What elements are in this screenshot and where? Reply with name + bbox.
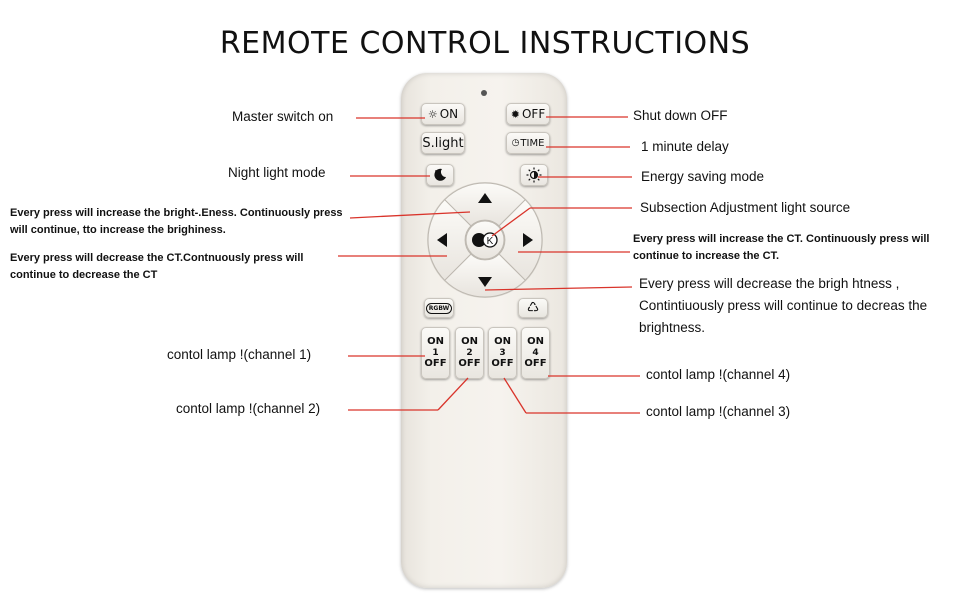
slight-button[interactable]: S.light [421, 132, 465, 154]
down-arrow-icon [478, 277, 492, 287]
label-night-light: Night light mode [228, 165, 326, 180]
label-subsection: Subsection Adjustment light source [640, 200, 851, 215]
recycle-icon: ♺ [526, 300, 540, 316]
leader-bright-increase [349, 211, 471, 219]
channel-3-button[interactable]: ON 3 OFF [488, 327, 517, 379]
label-master-switch: Master switch on [232, 109, 334, 124]
label-ct-increase: Every press will increase the CT. Contin… [633, 233, 930, 262]
label-shut-down: Shut down OFF [633, 108, 728, 123]
channel-2-button[interactable]: ON 2 OFF [455, 327, 484, 379]
label-minute-delay: 1 minute delay [641, 139, 729, 154]
clock-icon: ◷ [511, 138, 520, 148]
ok-circle-icon [482, 232, 498, 248]
channel-1-button[interactable]: ON 1 OFF [421, 327, 450, 379]
label-bright-increase: Every press will increase the bright-.En… [10, 207, 343, 236]
sun-icon: ☼ [427, 107, 438, 121]
dpad-left-button[interactable] [427, 198, 472, 282]
off-button[interactable]: ✹OFF [506, 103, 550, 125]
sun-filled-icon: ✹ [510, 107, 520, 121]
dpad-up-button[interactable] [443, 182, 527, 227]
leader-subsection-a [491, 207, 531, 237]
label-channel-2: contol lamp !(channel 2) [176, 401, 321, 416]
rgbw-icon: RGBW [425, 302, 453, 314]
label-bright-decrease: Every press will decrease the brigh htne… [639, 276, 928, 335]
night-light-button[interactable] [426, 164, 454, 186]
label-channel-4: contol lamp !(channel 4) [646, 367, 791, 382]
rgbw-button[interactable]: RGBW [424, 298, 454, 318]
recycle-button[interactable]: ♺ [518, 298, 548, 318]
up-arrow-icon [478, 193, 492, 203]
channel-4-button[interactable]: ON 4 OFF [521, 327, 550, 379]
ok-dot-icon [472, 233, 486, 247]
leader-channel-2-b [437, 377, 469, 411]
dpad-down-button[interactable] [443, 253, 527, 298]
right-arrow-icon [523, 233, 533, 247]
label-channel-3: contol lamp !(channel 3) [646, 404, 791, 419]
ok-button-label: K [487, 236, 494, 247]
dpad-right-button[interactable] [498, 198, 543, 282]
leader-bright-decrease [484, 286, 633, 291]
label-channel-1: contol lamp !(channel 1) [167, 347, 312, 362]
left-arrow-icon [437, 233, 447, 247]
label-ct-decrease: Every press will decrease the CT.Contnuo… [10, 252, 304, 281]
half-sun-icon [526, 167, 542, 183]
energy-saving-button[interactable] [520, 164, 548, 186]
ir-emitter [481, 90, 487, 96]
label-energy-saving: Energy saving mode [641, 169, 765, 184]
page-title: REMOTE CONTROL INSTRUCTIONS [219, 26, 751, 61]
on-button[interactable]: ☼ON [421, 103, 465, 125]
leader-channel-3-a [503, 377, 527, 414]
moon-icon [434, 168, 446, 181]
time-button[interactable]: ◷TIME [506, 132, 550, 154]
